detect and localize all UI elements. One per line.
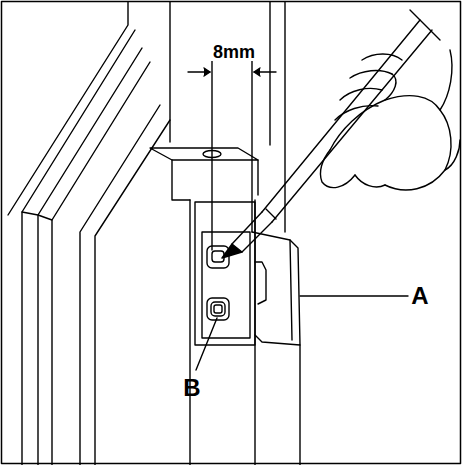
part-label: B: [183, 376, 200, 400]
part-label: A: [411, 284, 428, 308]
dimension-label: 8mm: [211, 43, 257, 61]
